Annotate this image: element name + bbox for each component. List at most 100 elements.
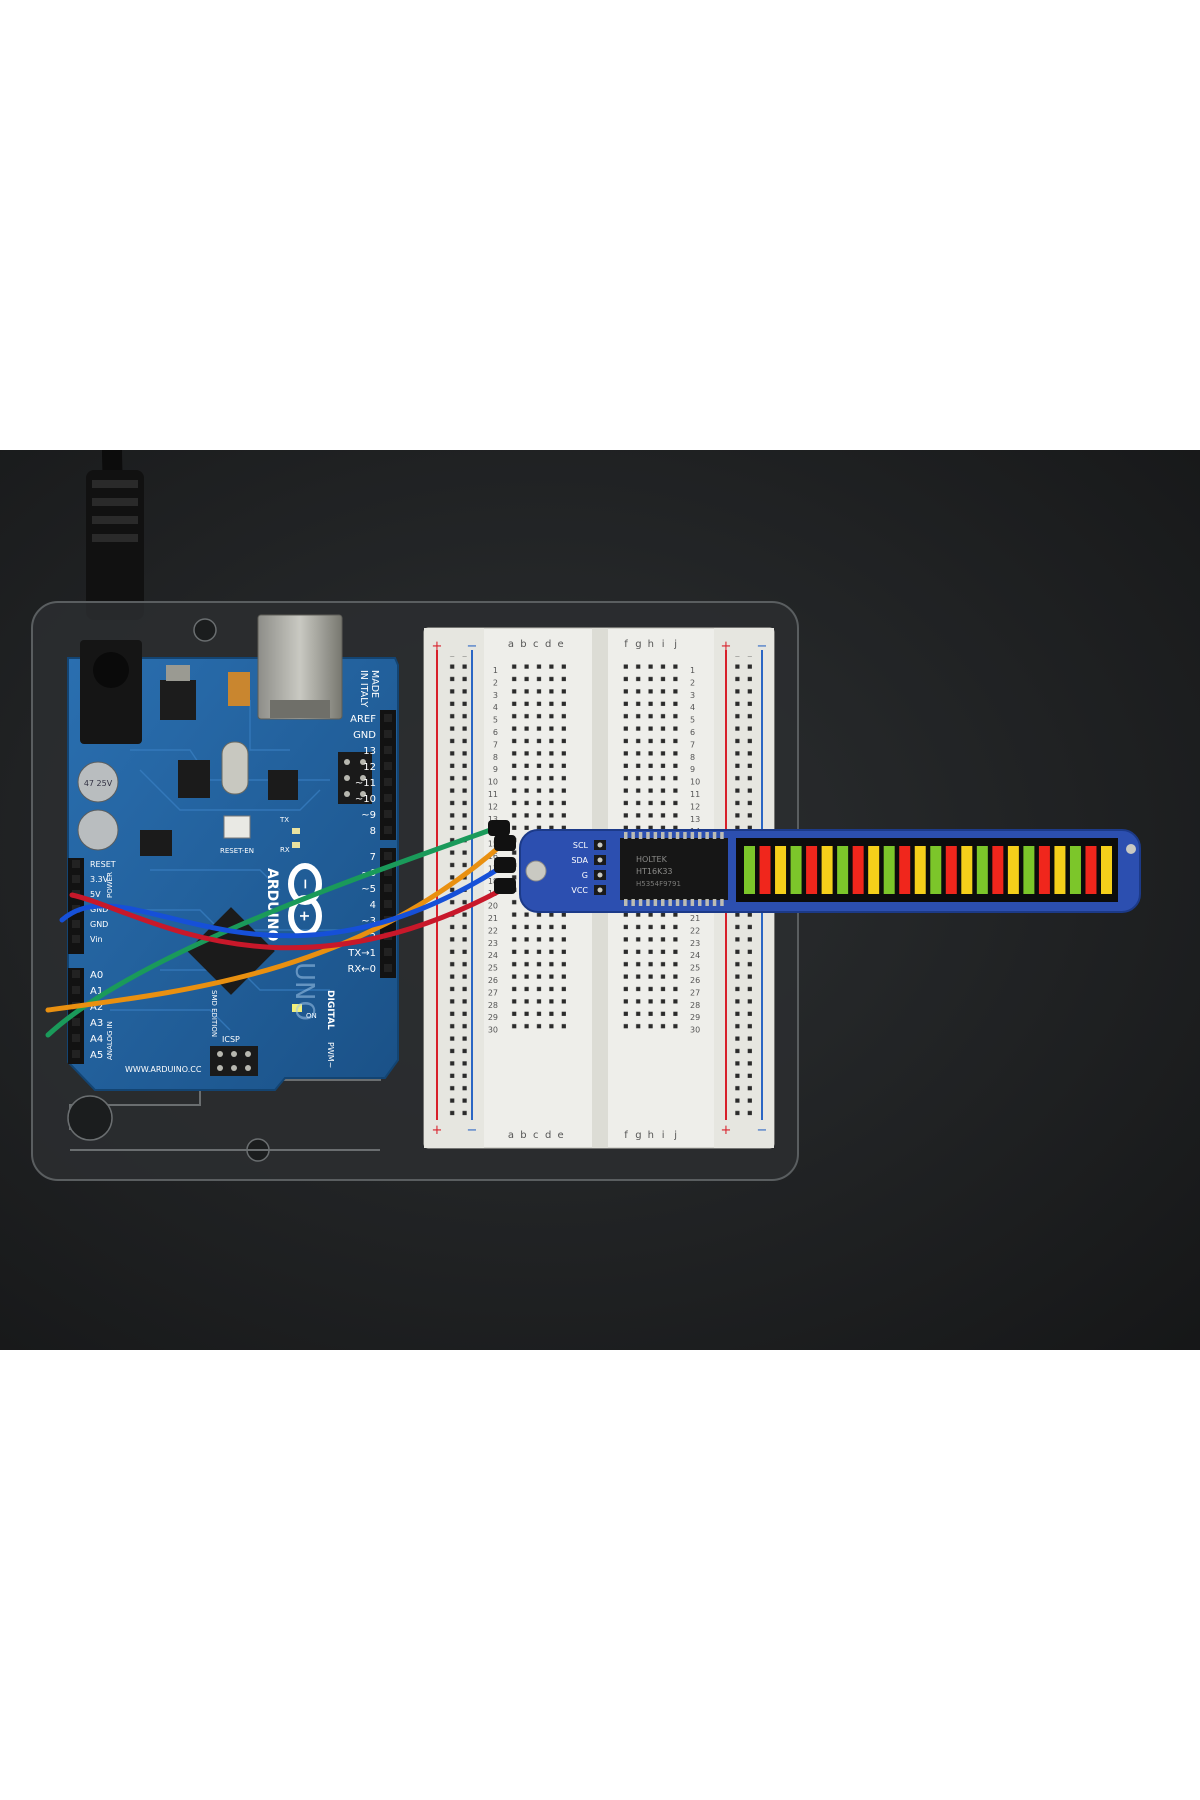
tx-label: TX <box>279 816 289 824</box>
digital-pin-label: 8 <box>370 826 376 837</box>
wire-orange <box>45 839 508 1013</box>
row-label: 29 <box>488 1013 498 1022</box>
bargraph-segment-green <box>744 846 755 894</box>
column-label: f <box>624 1130 628 1141</box>
digital-pin-label: AREF <box>350 714 376 725</box>
bargraph-segment-red <box>945 846 957 894</box>
analog-pin-label: A1 <box>90 986 103 997</box>
bargraph-segment-green <box>790 846 802 894</box>
digital-pin-label: 13 <box>363 746 376 757</box>
column-label: h <box>648 639 654 650</box>
reset-button[interactable] <box>223 815 251 839</box>
bargraph-segment-green <box>883 846 895 894</box>
row-label: 21 <box>488 914 498 923</box>
row-label: 5 <box>690 716 695 725</box>
bargraph-segment-green <box>837 846 849 894</box>
column-label: h <box>648 1130 654 1141</box>
row-label: 30 <box>488 1026 498 1035</box>
row-label: 12 <box>690 802 700 811</box>
row-label: 3 <box>493 691 498 700</box>
row-label: 30 <box>690 1026 700 1035</box>
column-label: g <box>635 1130 641 1141</box>
digital-pin-label: RX←0 <box>347 964 376 975</box>
arduino-brand-label: ARDUINO <box>264 868 280 942</box>
rail-polarity-label: + <box>721 1123 732 1138</box>
rail-polarity-label: + <box>721 639 732 654</box>
row-label: 8 <box>493 753 498 762</box>
capacitor <box>77 809 119 851</box>
row-label: 24 <box>488 951 498 960</box>
digital-pin-label: 4 <box>370 900 376 911</box>
row-label: 15 <box>488 840 498 849</box>
bargraph-segment-green <box>930 846 942 894</box>
wire-green <box>45 825 499 1038</box>
power-pin-label: Vin <box>90 935 103 944</box>
row-label: 21 <box>690 914 700 923</box>
bargraph-segment-yellow <box>1054 846 1066 894</box>
arduino-url-label: WWW.ARDUINO.CC <box>125 1065 202 1074</box>
column-label: d <box>545 1130 551 1141</box>
analog-pin-label: A4 <box>90 1034 103 1045</box>
column-label: d <box>545 639 551 650</box>
row-label: 6 <box>690 728 695 737</box>
scene: 47 25V RESET-EN ICSP TX <box>0 450 1200 1350</box>
column-label: b <box>520 1130 526 1141</box>
capacitor-label: 47 25V <box>84 779 113 788</box>
column-label: b <box>520 639 526 650</box>
digital-pin-label: ~3 <box>361 916 376 927</box>
row-label: 28 <box>690 1001 700 1010</box>
wire-red <box>69 885 508 951</box>
row-label: 2 <box>493 678 498 687</box>
made-in-italy-label: IN ITALY <box>358 670 369 707</box>
column-label: e <box>558 1130 564 1141</box>
rail-polarity-label: − <box>757 639 768 654</box>
backpack-pin-label: SCL <box>573 841 589 850</box>
analog-header-label: ANALOG IN <box>106 1021 114 1060</box>
row-label: 11 <box>690 790 700 799</box>
column-label: a <box>508 1130 514 1141</box>
bargraph-segment-red <box>1085 846 1097 894</box>
digital-pin-label: 7 <box>370 852 376 863</box>
icsp-label: ICSP <box>222 1035 240 1044</box>
row-label: 25 <box>690 964 700 973</box>
row-label: 24 <box>690 951 700 960</box>
row-label: 6 <box>493 728 498 737</box>
row-label: 28 <box>488 1001 498 1010</box>
reset-en-label: RESET-EN <box>220 847 254 855</box>
power-pin-label: RESET <box>90 860 116 869</box>
bargraph-segment-red <box>852 846 864 894</box>
bargraph-segment-green <box>976 846 988 894</box>
chip-code-label: H5354F9791 <box>636 880 681 888</box>
row-label: 3 <box>690 691 695 700</box>
row-label: 23 <box>690 939 700 948</box>
bargraph-segment-red <box>1038 846 1050 894</box>
bargraph-segment-yellow <box>775 846 787 894</box>
bargraph-segment-red <box>992 846 1004 894</box>
bargraph-segment-red <box>806 846 818 894</box>
bargraph-segment-yellow <box>961 846 973 894</box>
analog-pin-label: A0 <box>90 970 103 981</box>
bargraph-segment-red <box>899 846 911 894</box>
row-label: 8 <box>690 753 695 762</box>
row-label: 23 <box>488 939 498 948</box>
rail-polarity-label: + <box>432 639 443 654</box>
row-label: 22 <box>690 926 700 935</box>
digital-label: DIGITAL <box>325 990 335 1030</box>
row-label: 1 <box>493 666 498 675</box>
column-label: c <box>533 1130 539 1141</box>
row-label: 18 <box>488 877 498 886</box>
analog-pin-label: A2 <box>90 1002 103 1013</box>
row-label: 11 <box>488 790 498 799</box>
arduino-uno-board: 47 25V RESET-EN ICSP TX <box>67 614 399 1091</box>
made-in-label: MADE <box>369 670 380 698</box>
analog-pin-label: A5 <box>90 1050 103 1061</box>
digital-pin-label: TX→1 <box>347 948 376 959</box>
column-label: e <box>558 639 564 650</box>
power-pin-label: GND <box>90 905 108 914</box>
power-pin-label: 5V <box>90 890 101 899</box>
usb-b-port <box>257 614 343 720</box>
row-label: 12 <box>488 802 498 811</box>
row-label: 16 <box>488 852 498 861</box>
photo-frame: 47 25V RESET-EN ICSP TX <box>0 450 1200 1350</box>
